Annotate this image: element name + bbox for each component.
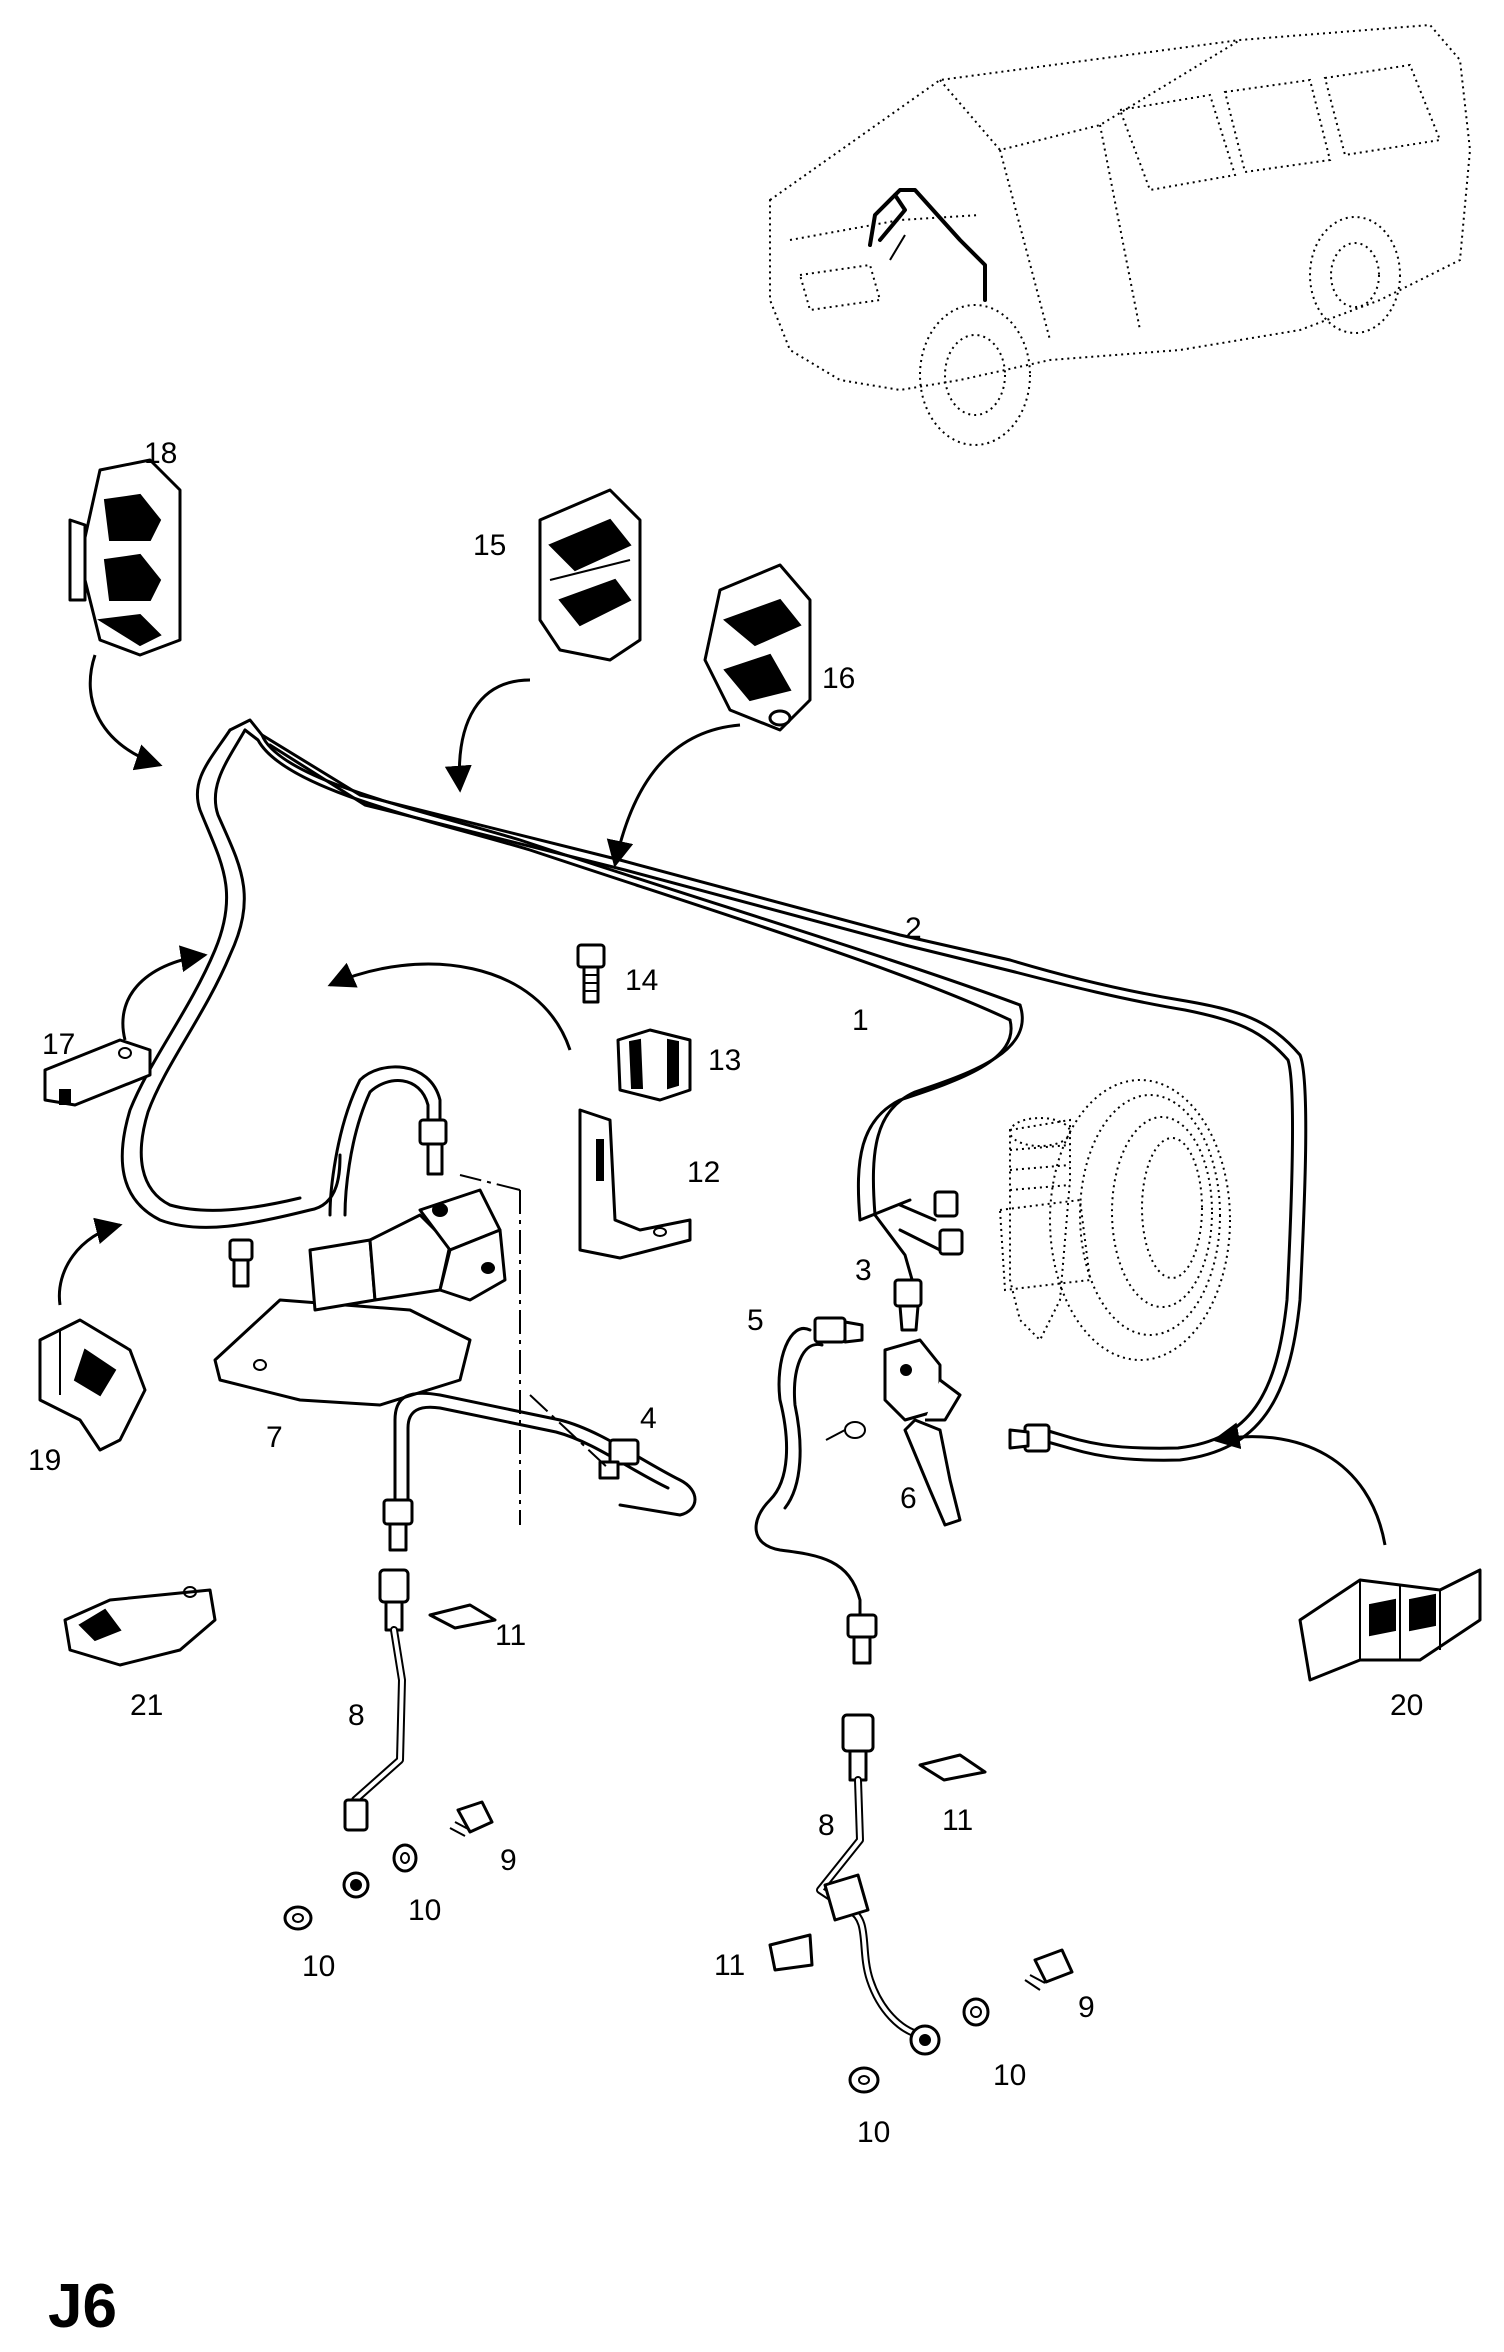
callout-8b: 8	[818, 1809, 835, 1842]
part-16-clip	[703, 563, 812, 732]
callout-16: 16	[822, 662, 855, 695]
callout-6: 6	[900, 1482, 917, 1515]
part-10-washers	[283, 1843, 990, 2094]
callout-10b: 10	[302, 1950, 335, 1983]
location-arrows	[57, 654, 1387, 1546]
callout-21: 21	[130, 1689, 163, 1722]
part-19-clip	[38, 1318, 147, 1452]
part-15-clip	[538, 488, 642, 662]
callout-14: 14	[625, 964, 658, 997]
callout-10d: 10	[857, 2116, 890, 2149]
callout-9b: 9	[1078, 1991, 1095, 2024]
callout-20: 20	[1390, 1689, 1423, 1722]
part-5-pipe	[754, 1316, 878, 1665]
part-4-pipe	[382, 1174, 697, 1552]
part-12-bracket	[578, 1108, 692, 1260]
callout-labels: 1 2 3 4 5 6 7 8 8 9 9 10 10 10 10 11 11 …	[28, 437, 1423, 2149]
part-11-clips	[428, 1603, 987, 1972]
part-18-clip	[68, 458, 182, 657]
callout-4: 4	[640, 1402, 657, 1435]
callout-11c: 11	[714, 1949, 745, 1982]
part-9-bolt-left	[449, 1800, 494, 1837]
part-6-bracket	[825, 1338, 962, 1527]
part-8-hose-left	[342, 1568, 410, 1899]
callout-9a: 9	[500, 1844, 517, 1877]
part-17-clip	[43, 1038, 152, 1107]
callout-7: 7	[266, 1421, 283, 1454]
callout-5: 5	[747, 1304, 764, 1337]
brake-pipe-assembly	[120, 718, 1308, 1462]
callout-1: 1	[852, 1004, 869, 1037]
part-20-clip	[1298, 1568, 1482, 1682]
callout-10c: 10	[993, 2059, 1026, 2092]
callout-8a: 8	[348, 1699, 365, 1732]
callout-11a: 11	[495, 1619, 526, 1652]
callout-10a: 10	[408, 1894, 441, 1927]
callout-2: 2	[905, 912, 922, 945]
brake-booster-illustration	[998, 1079, 1231, 1361]
part-21-clip	[63, 1586, 217, 1667]
callout-17: 17	[42, 1028, 75, 1061]
callout-13: 13	[708, 1044, 741, 1077]
callout-15: 15	[473, 529, 506, 562]
vehicle-locator-illustration	[769, 23, 1472, 446]
part-13-clip	[616, 1028, 692, 1102]
part-7-bracket-unit	[213, 1065, 507, 1407]
callout-18: 18	[144, 437, 177, 470]
callout-11b: 11	[942, 1804, 973, 1837]
part-8-hose-right	[816, 1713, 941, 2056]
callout-3: 3	[855, 1254, 872, 1287]
callout-19: 19	[28, 1444, 61, 1477]
part-14-bolt	[576, 943, 606, 1004]
sheet-code: J6	[48, 2272, 117, 2341]
part-9-bolt-right	[1024, 1948, 1074, 1991]
callout-12: 12	[687, 1156, 720, 1189]
